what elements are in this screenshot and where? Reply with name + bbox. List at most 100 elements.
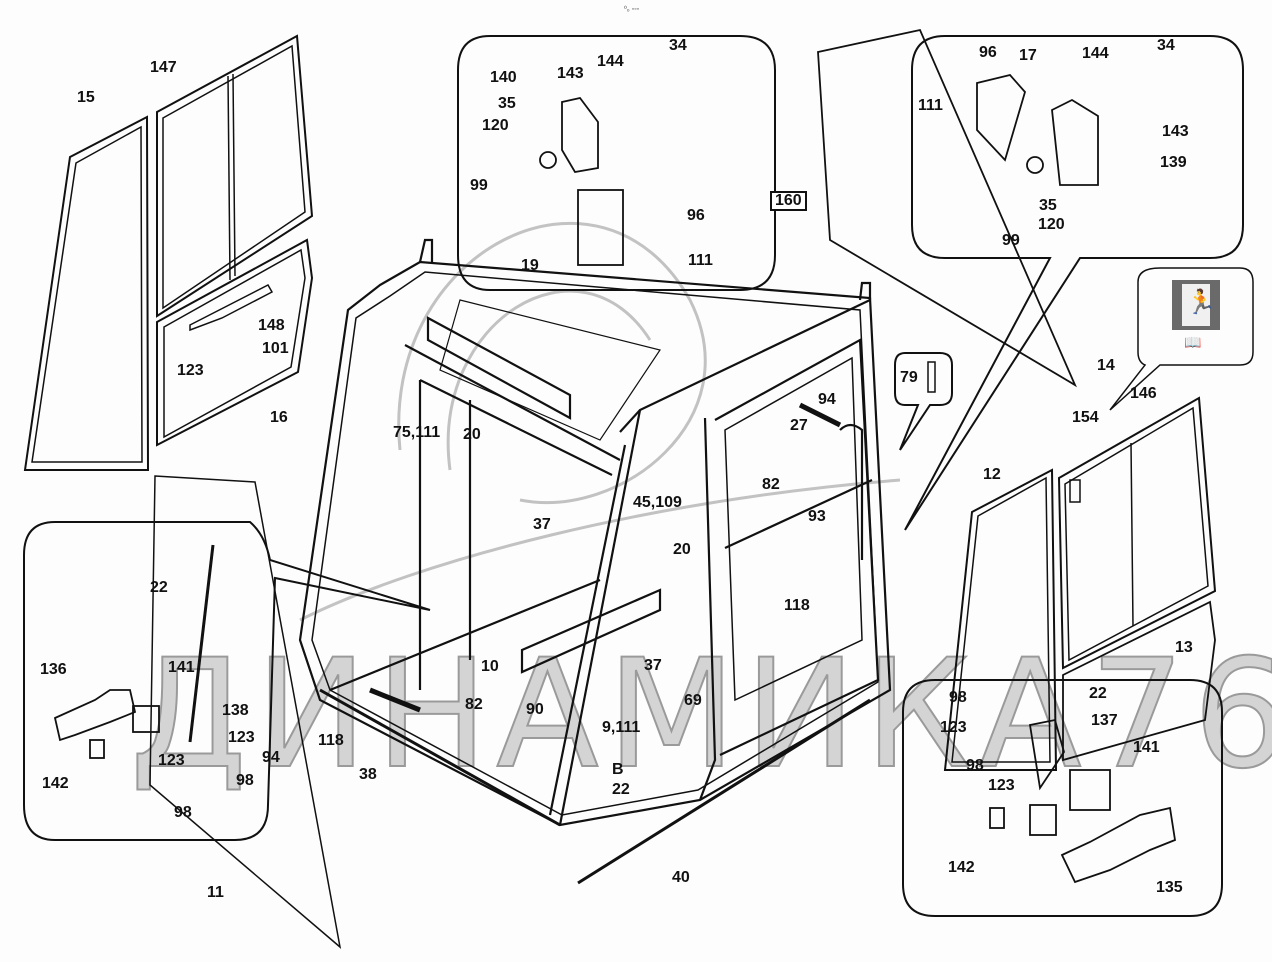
part-label-14: 14: [1097, 357, 1115, 374]
window-16: [156, 238, 314, 447]
seal-40: [577, 698, 871, 885]
part-label-143: 143: [1162, 123, 1189, 140]
handle-135: [989, 718, 1176, 884]
part-label-B: B: [612, 761, 624, 778]
part-label-37: 37: [533, 516, 551, 533]
latch-140: [539, 96, 624, 266]
part-label-123: 123: [988, 777, 1015, 794]
callout-top-center-frame: [457, 35, 776, 291]
part-label-135: 135: [1156, 879, 1183, 896]
part-label-143: 143: [557, 65, 584, 82]
part-label-98: 98: [174, 804, 192, 821]
part-label-98: 98: [966, 757, 984, 774]
part-label-111: 111: [918, 97, 943, 114]
part-label-27: 27: [790, 417, 808, 434]
window-147: [156, 34, 314, 318]
cab-frame: [298, 238, 892, 827]
part-label-123: 123: [177, 362, 204, 379]
part-label-111: 111: [688, 252, 713, 269]
part-label-45-109: 45,109: [633, 494, 682, 511]
part-label-138: 138: [222, 702, 249, 719]
part-label-136: 136: [40, 661, 67, 678]
part-label-96: 96: [687, 207, 705, 224]
part-label-11: 11: [207, 884, 224, 901]
latch-139: [976, 73, 1099, 186]
part-label-139: 139: [1160, 154, 1187, 171]
part-label-19: 19: [521, 257, 539, 274]
seal-rod-22: [188, 544, 215, 743]
strip-82: [369, 687, 421, 713]
part-label-20: 20: [463, 426, 481, 443]
part-label-75-111: 75,111: [393, 424, 441, 441]
part-label-94: 94: [818, 391, 836, 408]
part-label-34: 34: [669, 37, 687, 54]
part-label-99: 99: [470, 177, 488, 194]
part-label-22: 22: [1089, 685, 1107, 702]
part-label-144: 144: [597, 53, 624, 70]
strip-82b: [798, 402, 842, 428]
part-label-123: 123: [158, 752, 185, 769]
part-label-34: 34: [1157, 37, 1175, 54]
callout-exit-frame: [1109, 267, 1254, 411]
part-label-147: 147: [150, 59, 177, 76]
part-label-35: 35: [1039, 197, 1057, 214]
part-label-98: 98: [949, 689, 967, 706]
part-label-146: 146: [1130, 385, 1157, 402]
callout-bottom-left-frame: [23, 521, 431, 841]
part-label-99: 99: [1002, 232, 1020, 249]
part-label-22: 22: [612, 781, 630, 798]
part-label-123: 123: [228, 729, 255, 746]
part-label-160: 160: [770, 191, 807, 211]
window-146: [1057, 396, 1217, 670]
part-label-69: 69: [684, 692, 702, 709]
part-label-16: 16: [270, 409, 288, 426]
part-label-22: 22: [150, 579, 168, 596]
part-label-141: 141: [1133, 739, 1160, 756]
window-15: [23, 115, 150, 471]
part-label-35: 35: [498, 95, 516, 112]
part-label-154: 154: [1072, 409, 1099, 426]
part-label-118: 118: [784, 597, 810, 614]
watermark-text: ДИНАМИКА76: [129, 628, 1272, 802]
part-label-140: 140: [490, 69, 517, 86]
part-label-79: 79: [900, 369, 918, 386]
part-label-9-111: 9,111: [602, 719, 641, 736]
part-label-13: 13: [1175, 639, 1193, 656]
part-label-82: 82: [762, 476, 780, 493]
part-label-93: 93: [808, 508, 826, 525]
watermark-rings: [299, 221, 901, 622]
callout-pin-frame: [894, 352, 953, 451]
part-label-94: 94: [262, 749, 280, 766]
part-label-144: 144: [1082, 45, 1109, 62]
part-label-12: 12: [983, 466, 1001, 483]
callout-bottom-right-frame: [902, 679, 1223, 917]
part-label-137: 137: [1091, 712, 1118, 729]
part-label-148: 148: [258, 317, 285, 334]
part-label-123: 123: [940, 719, 967, 736]
handle-136: [53, 689, 160, 759]
part-label-118: 118: [318, 732, 344, 749]
part-label-96: 96: [979, 44, 997, 61]
part-label-17: 17: [1019, 47, 1037, 64]
part-label-142: 142: [948, 859, 975, 876]
part-label-37: 37: [644, 657, 662, 674]
part-label-90: 90: [526, 701, 544, 718]
part-label-142: 142: [42, 775, 69, 792]
part-label-15: 15: [77, 89, 95, 106]
seal-38: [319, 688, 561, 827]
part-label-101: 101: [262, 340, 289, 357]
part-label-20: 20: [673, 541, 691, 558]
part-label-120: 120: [482, 117, 509, 134]
drawing-code: ⁰₀ ◦◦◦: [624, 6, 640, 13]
window-11: [149, 475, 342, 949]
part-label-120: 120: [1038, 216, 1065, 233]
part-label-141: 141: [168, 659, 195, 676]
part-label-38: 38: [359, 766, 377, 783]
part-label-40: 40: [672, 869, 690, 886]
part-label-82: 82: [465, 696, 483, 713]
part-label-10: 10: [481, 658, 499, 675]
window-14: [817, 28, 1077, 388]
pin-79-shape: [927, 361, 936, 393]
